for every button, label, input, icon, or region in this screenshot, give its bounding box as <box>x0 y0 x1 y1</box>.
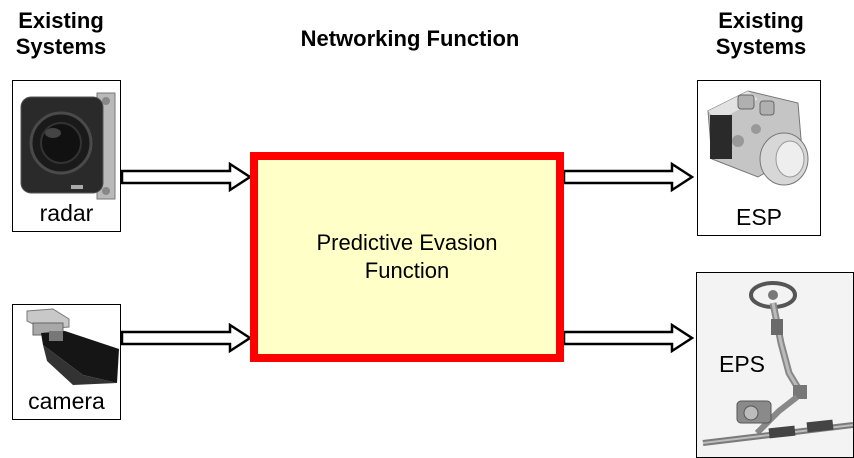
esp-box: ESP <box>697 80 821 236</box>
radar-sensor-icon <box>20 92 116 200</box>
left-heading: Existing Systems <box>0 8 122 60</box>
arrow-radar-to-function <box>120 161 253 193</box>
camera-label: camera <box>28 388 105 414</box>
arrow-function-to-esp <box>562 161 695 193</box>
center-heading: Networking Function <box>300 26 520 51</box>
predictive-evasion-function-box: Predictive Evasion Function <box>250 152 564 362</box>
camera-box: camera <box>12 304 121 420</box>
eps-label: EPS <box>719 351 766 377</box>
esp-unit-icon <box>707 90 809 186</box>
right-heading: Existing Systems <box>700 8 822 60</box>
right-heading-line1: Existing <box>718 8 804 33</box>
radar-box: radar <box>12 80 121 232</box>
function-label: Predictive Evasion Function <box>287 229 527 285</box>
eps-box: EPS <box>696 272 854 458</box>
esp-label: ESP <box>735 204 783 230</box>
camera-sensor-icon <box>26 308 119 385</box>
function-label-line2: Function <box>364 258 450 283</box>
function-label-line1: Predictive Evasion <box>316 230 498 255</box>
steering-column-icon <box>702 281 853 446</box>
left-heading-line1: Existing <box>18 8 104 33</box>
radar-label: radar <box>39 200 94 226</box>
arrow-camera-to-function <box>120 322 253 354</box>
arrow-function-to-eps <box>562 322 695 354</box>
right-heading-line2: Systems <box>715 34 807 59</box>
left-heading-line2: Systems <box>15 34 107 59</box>
